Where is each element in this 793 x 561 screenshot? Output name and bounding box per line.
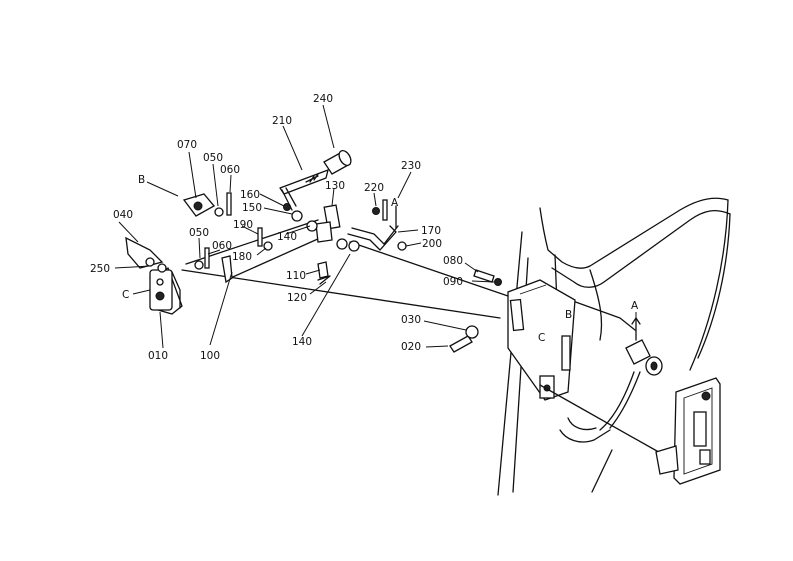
center-linkage bbox=[283, 203, 399, 285]
label-230: 230 bbox=[401, 160, 421, 172]
label-240: 240 bbox=[313, 93, 333, 105]
label-100: 100 bbox=[200, 350, 220, 362]
label-210: 210 bbox=[272, 115, 292, 127]
pin-220-230 bbox=[372, 199, 397, 229]
label-090: 090 bbox=[443, 276, 463, 288]
leader-lines bbox=[114, 104, 637, 349]
washer-200 bbox=[397, 241, 407, 251]
label-110: 110 bbox=[286, 270, 306, 282]
latch-assembly-010 bbox=[125, 236, 183, 315]
label-180: 180 bbox=[232, 251, 252, 263]
lock-cylinder bbox=[625, 317, 663, 376]
callout-labels: 240 210 070 050 060 B 160 150 130 220 23… bbox=[90, 93, 639, 362]
label-B-right: B bbox=[565, 309, 572, 321]
label-C-right: C bbox=[538, 332, 545, 344]
label-010: 010 bbox=[148, 350, 168, 362]
label-B-left: B bbox=[138, 174, 145, 186]
label-120: 120 bbox=[287, 292, 307, 304]
label-200: 200 bbox=[422, 238, 442, 250]
label-060-b: 060 bbox=[212, 240, 232, 252]
label-060: 060 bbox=[220, 164, 240, 176]
connecting-rod bbox=[181, 219, 665, 456]
label-070: 070 bbox=[177, 139, 197, 151]
label-140-b: 140 bbox=[292, 336, 312, 348]
label-080: 080 bbox=[443, 255, 463, 267]
mount-plate bbox=[507, 279, 576, 401]
bolt-020-030 bbox=[449, 325, 479, 353]
label-250: 250 bbox=[90, 263, 110, 275]
bolt-080-090 bbox=[473, 269, 502, 286]
label-150: 150 bbox=[242, 202, 262, 214]
label-170: 170 bbox=[421, 225, 441, 237]
label-140-a: 140 bbox=[277, 231, 297, 243]
handle-rod-210 bbox=[279, 169, 329, 211]
pin-190 bbox=[257, 227, 263, 247]
handle-grip-240 bbox=[323, 149, 352, 175]
bracket-070 bbox=[182, 192, 232, 217]
label-A-mid: A bbox=[391, 197, 399, 209]
label-190: 190 bbox=[233, 219, 253, 231]
label-160: 160 bbox=[240, 189, 260, 201]
door-handle bbox=[655, 377, 721, 485]
label-050-b: 050 bbox=[189, 227, 209, 239]
label-040: 040 bbox=[113, 209, 133, 221]
label-C-left: C bbox=[122, 289, 129, 301]
label-220: 220 bbox=[364, 182, 384, 194]
label-050: 050 bbox=[203, 152, 223, 164]
label-030: 030 bbox=[401, 314, 421, 326]
label-A-right: A bbox=[631, 300, 639, 312]
label-020: 020 bbox=[401, 341, 421, 353]
label-130: 130 bbox=[325, 180, 345, 192]
